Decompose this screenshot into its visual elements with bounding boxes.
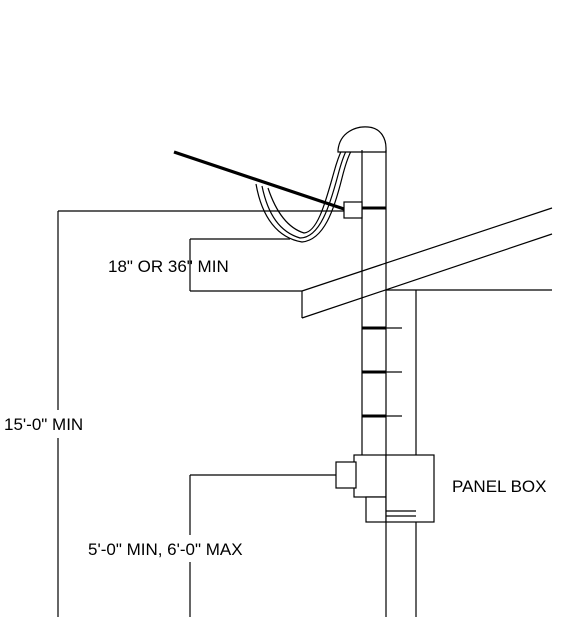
dimension-service-drop-height [57,210,344,617]
roof [301,207,553,319]
panel-box-label: PANEL BOX [452,477,546,496]
service-drop-height-label: 15'-0" MIN [4,415,83,434]
service-drop-conductor [173,150,348,212]
panel-box [385,454,435,523]
dimension-meter-height [189,474,336,617]
meter-height-label: 5'-0" MIN, 6'-0" MAX [88,540,243,559]
attachment-insulator [343,201,363,219]
meter-and-panel [335,454,435,523]
overhang-clearance-label: 18" OR 36" MIN [108,257,229,276]
weatherhead [337,126,387,153]
dimension-overhang-clearance [189,238,302,292]
